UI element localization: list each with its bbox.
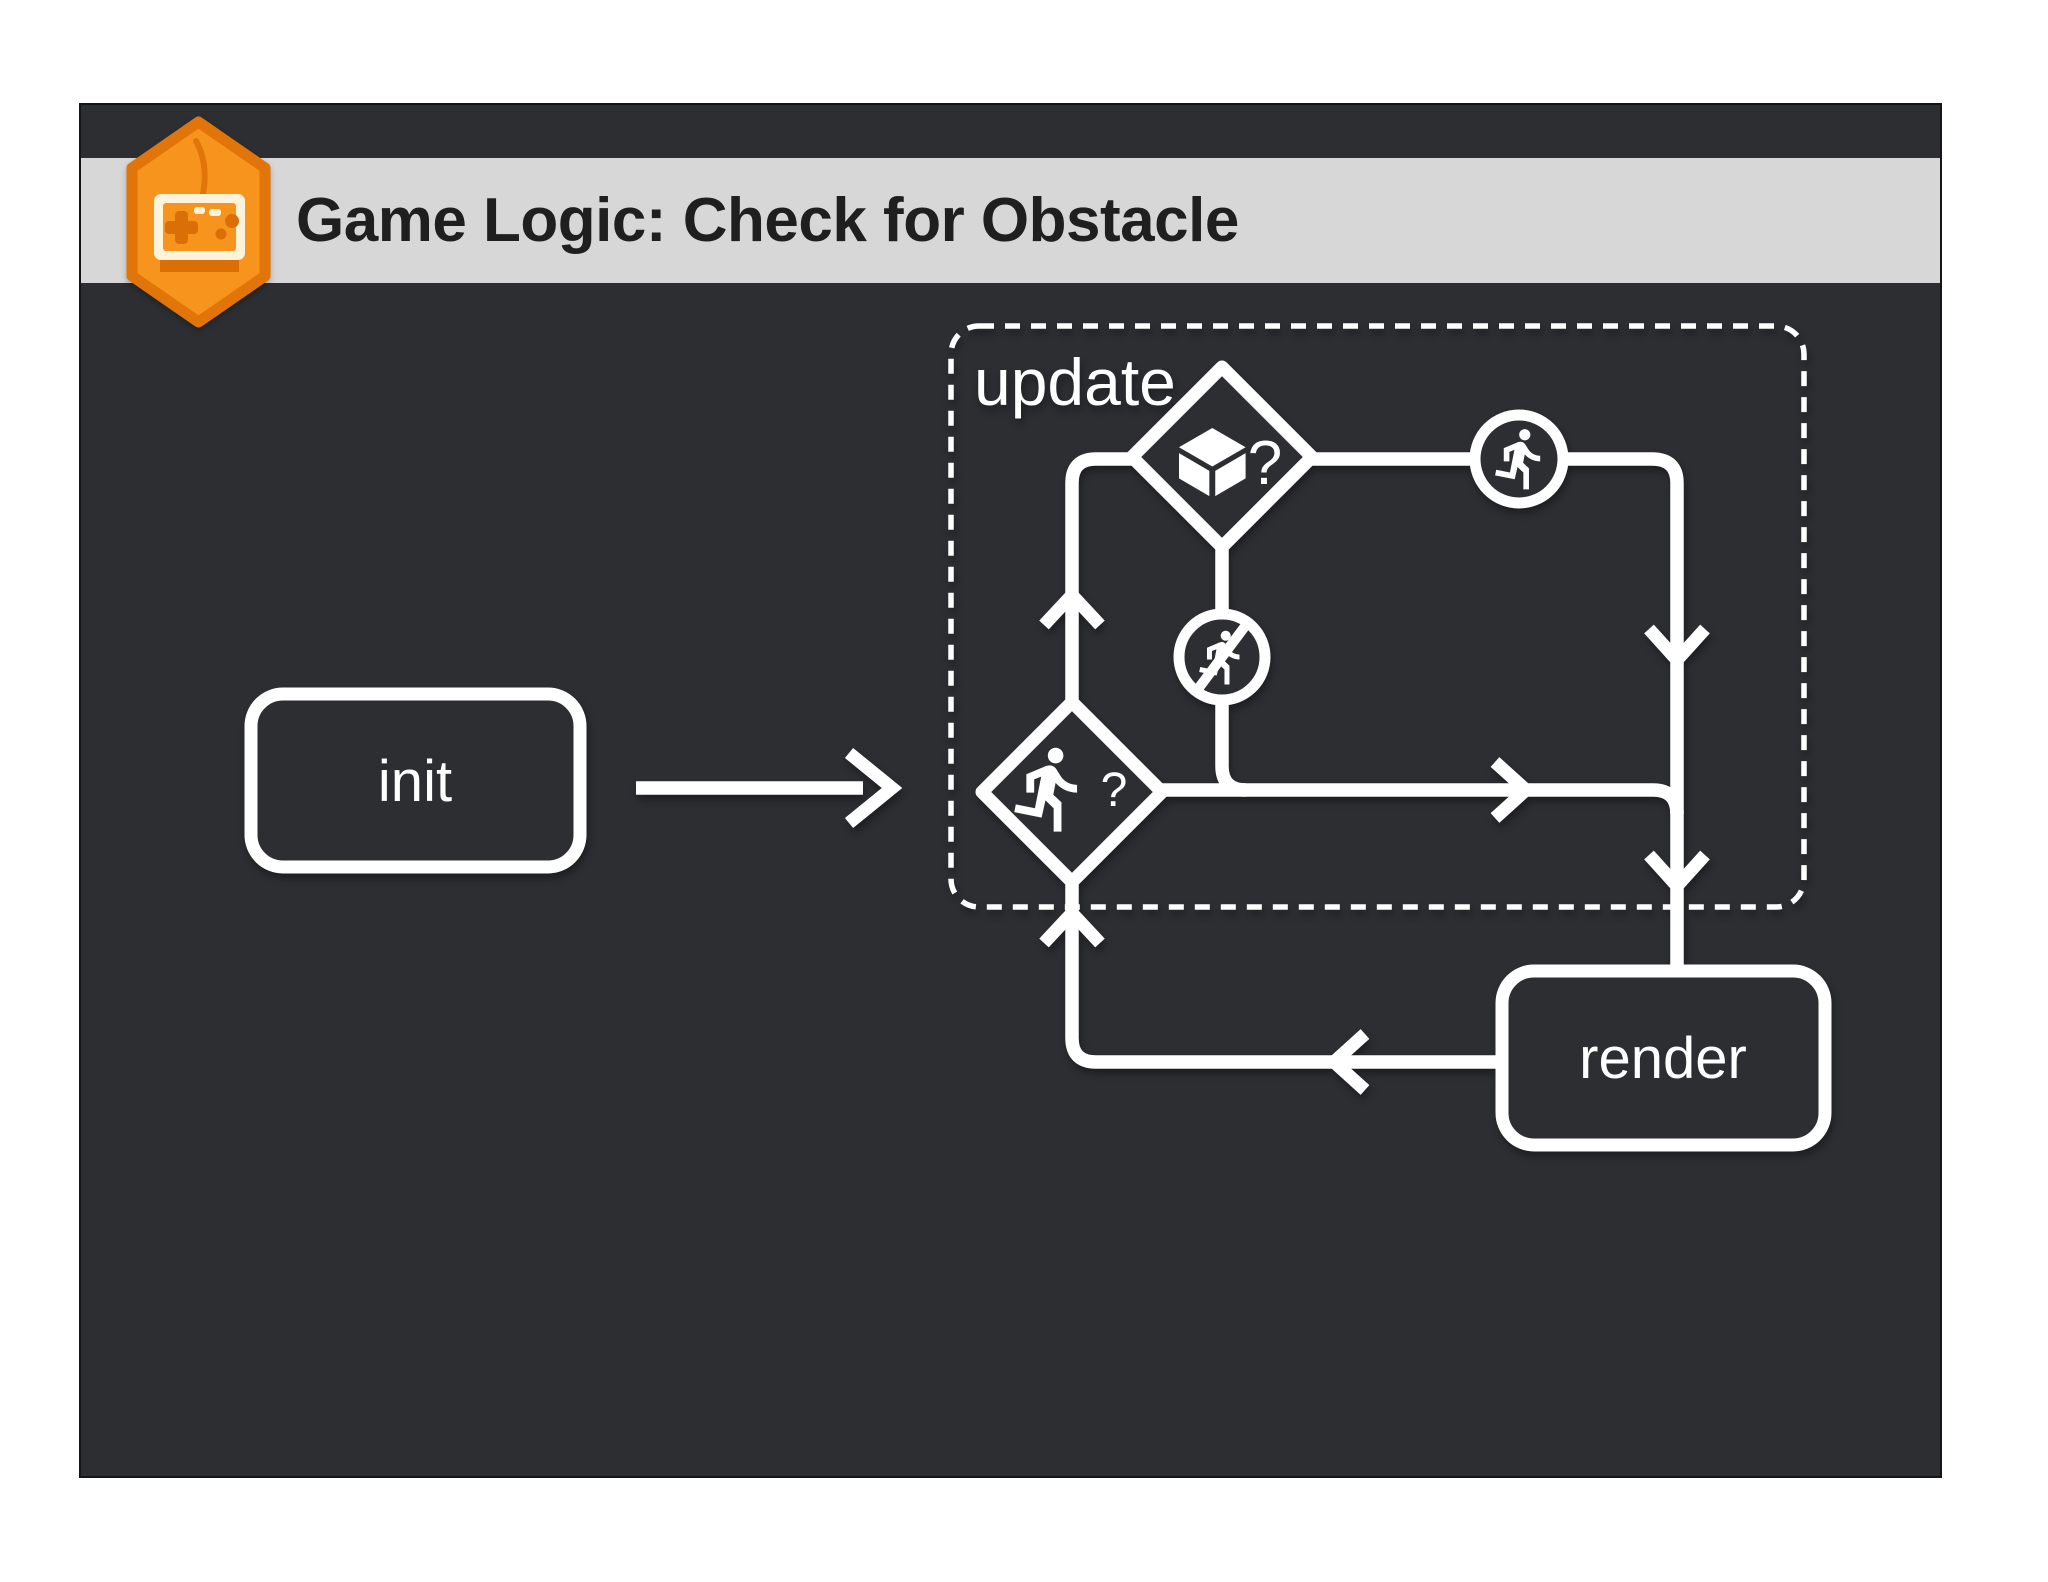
init-node: init xyxy=(244,687,587,874)
flow-line-obstacle-yes-to-render xyxy=(1312,452,1684,971)
update-label: update xyxy=(974,345,1176,419)
arrowhead-down-icon xyxy=(1644,624,1710,670)
header-bar xyxy=(81,158,1940,283)
render-label: render xyxy=(1579,1026,1747,1091)
obstacle-question-mark: ? xyxy=(1248,429,1282,498)
game-loop-diagram: update init ? xyxy=(244,323,1832,1152)
player-question-mark: ? xyxy=(1101,764,1128,817)
slide: Game Logic: Check for Obstacle update xyxy=(79,103,1942,1478)
prohibition-slash xyxy=(1191,618,1253,696)
flow-line-player-to-obstacle xyxy=(1065,452,1132,702)
player-decision-diamond: ? xyxy=(975,695,1169,889)
running-person-circle-icon xyxy=(1469,409,1569,509)
arrowhead-up-icon xyxy=(1039,585,1105,630)
running-person-icon xyxy=(1014,747,1078,832)
obstacle-decision-diamond: ? xyxy=(1125,360,1319,554)
arrowhead-down-icon xyxy=(1644,850,1710,896)
arrowhead-right-icon xyxy=(1490,757,1536,823)
flow-line-render-back-to-player xyxy=(1065,879,1502,1069)
flow-line-player-no-to-render xyxy=(1162,783,1684,815)
cube-icon xyxy=(1179,428,1246,497)
no-running-person-circle-icon xyxy=(1173,608,1271,706)
init-label: init xyxy=(378,749,452,814)
init-to-update-arrow xyxy=(636,747,903,829)
page-title: Game Logic: Check for Obstacle xyxy=(296,186,1239,255)
arrowhead-up-icon xyxy=(1039,903,1105,948)
game-controller-badge-icon xyxy=(126,116,271,328)
update-group-border xyxy=(948,323,1807,910)
render-node: render xyxy=(1495,964,1832,1152)
arrowhead-left-icon xyxy=(1324,1029,1370,1095)
gamepad-icon xyxy=(154,194,245,272)
